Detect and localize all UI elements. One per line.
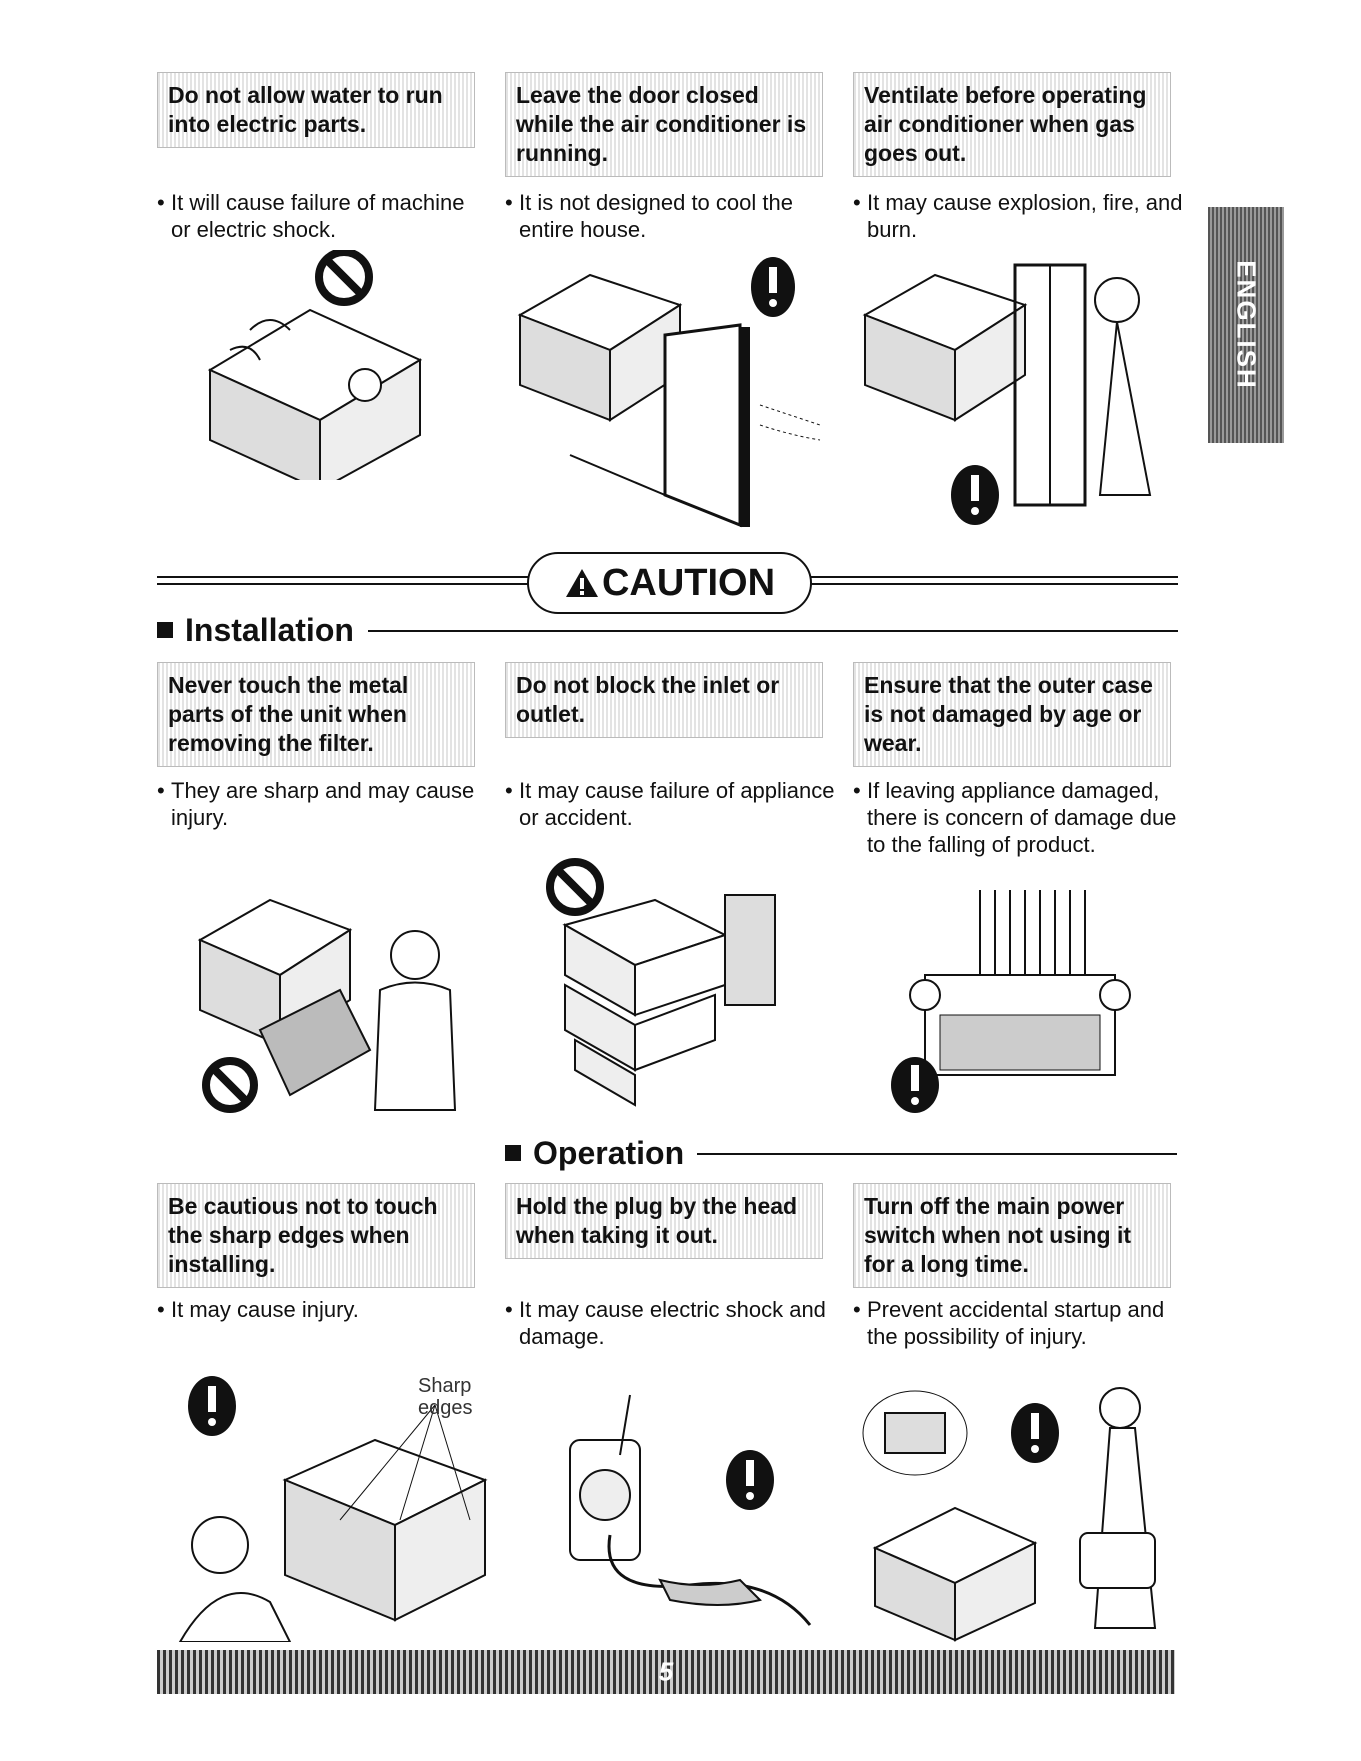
warning-desc-7: •It may cause injury. xyxy=(157,1297,359,1322)
sharp-edges-label-line-1: Sharp xyxy=(418,1375,472,1397)
warning-desc-3: •It may cause explosion, fire, and burn. xyxy=(853,190,1183,242)
prohibition-icon xyxy=(202,1057,258,1113)
warning-title-5: Do not block the inlet or outlet. xyxy=(505,662,823,738)
blocked-outlet-illustration xyxy=(546,858,776,1107)
warning-title-2: Leave the door closed while the air cond… xyxy=(505,72,823,177)
warning-desc-6: •If leaving appliance damaged, there is … xyxy=(853,778,1177,857)
caution-banner: CAUTION xyxy=(527,552,812,614)
warning-title-7: Be cautious not to touch the sharp edges… xyxy=(157,1183,475,1288)
door-closed-illustration xyxy=(517,257,821,528)
warning-title-9: Turn off the main power switch when not … xyxy=(853,1183,1171,1288)
operation-rule xyxy=(697,1153,1177,1155)
page-footer-bar: 5 xyxy=(157,1650,1175,1694)
warning-title-3: Ventilate before operating air condition… xyxy=(853,72,1171,177)
prohibition-icon xyxy=(546,858,604,916)
warning-title-4: Never touch the metal parts of the unit … xyxy=(157,662,475,767)
language-tab: ENGLISH xyxy=(1208,207,1284,443)
warning-desc-4: •They are sharp and may cause injury. xyxy=(157,778,475,830)
square-bullet-icon xyxy=(505,1145,521,1161)
installation-rule xyxy=(368,630,1178,632)
warning-desc-1: •It will cause failure of machine or ele… xyxy=(157,190,465,242)
warning-desc-8: •It may cause electric shock and damage. xyxy=(505,1297,826,1349)
damaged-case-illustration xyxy=(891,890,1131,1113)
warning-triangle-icon xyxy=(565,569,598,597)
water-electric-illustration xyxy=(207,250,423,480)
operation-heading-text: Operation xyxy=(533,1134,685,1171)
prohibition-icon xyxy=(315,250,373,306)
warning-title-1: Do not allow water to run into electric … xyxy=(157,72,475,148)
caution-label: CAUTION xyxy=(601,561,776,604)
operation-heading: Operation xyxy=(505,1133,684,1173)
caution-rule-right-top xyxy=(805,576,1178,578)
sharp-edges-illustration xyxy=(178,1376,488,1642)
installation-heading-text: Installation xyxy=(185,611,354,648)
sharp-edges-label-line-2: edges xyxy=(418,1397,473,1419)
caution-rule-left-bottom xyxy=(157,583,532,585)
warning-title-6: Ensure that the outer case is not damage… xyxy=(853,662,1171,767)
ventilate-illustration xyxy=(862,263,1152,525)
page-number: 5 xyxy=(658,1656,674,1687)
warning-desc-2: •It is not designed to cool the entire h… xyxy=(505,190,793,242)
sharp-edges-label: Sharp edges xyxy=(418,1375,473,1419)
plug-illustration xyxy=(569,1394,812,1626)
square-bullet-icon xyxy=(157,622,173,638)
language-tab-label: ENGLISH xyxy=(1231,260,1262,390)
warning-title-8: Hold the plug by the head when taking it… xyxy=(505,1183,823,1259)
warning-desc-5: •It may cause failure of appliance or ac… xyxy=(505,778,835,830)
installation-heading: Installation xyxy=(157,610,354,650)
caution-rule-right-bottom xyxy=(805,583,1178,585)
warning-desc-9: •Prevent accidental startup and the poss… xyxy=(853,1297,1165,1349)
filter-removal-illustration xyxy=(197,898,457,1113)
power-off-illustration xyxy=(862,1387,1157,1642)
caution-rule-left-top xyxy=(157,576,532,578)
